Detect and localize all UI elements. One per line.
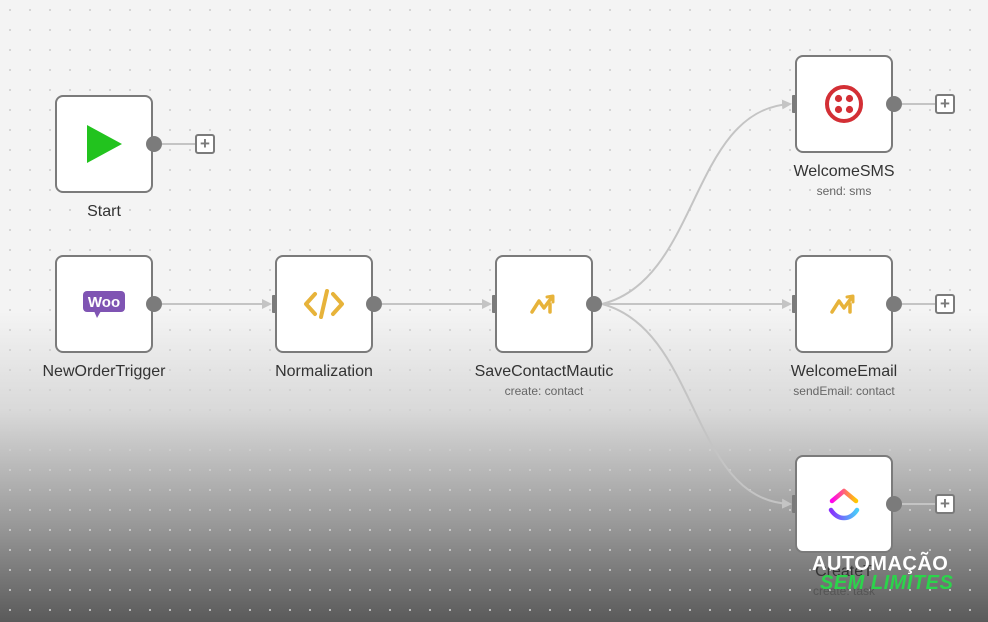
edge-savecontact-welcomesms[interactable] <box>601 99 792 305</box>
node-welcome-email-label: WelcomeEmail <box>790 363 898 380</box>
node-normalization[interactable] <box>275 255 373 353</box>
node-create-task-subtitle: create: task <box>812 584 876 598</box>
mautic-icon <box>529 292 559 316</box>
clickup-icon <box>824 484 864 524</box>
node-save-contact-output-port[interactable] <box>586 296 602 312</box>
add-node-after-welcome-email-button[interactable]: + <box>935 294 955 314</box>
code-icon <box>303 288 345 320</box>
play-icon <box>83 122 125 166</box>
node-welcome-email[interactable] <box>795 255 893 353</box>
node-welcome-email-output-port[interactable] <box>886 296 902 312</box>
woocommerce-logo-text: Woo <box>88 294 120 311</box>
node-start-label: Start <box>87 203 121 220</box>
node-save-contact-mautic[interactable] <box>495 255 593 353</box>
node-normalization-label: Normalization <box>275 363 373 380</box>
brand-watermark: AUTOMAÇÃO SEM LIMITES <box>812 553 953 595</box>
node-save-contact-label: SaveContactMautic <box>474 363 614 380</box>
edge-savecontact-createtask[interactable] <box>601 303 792 509</box>
node-welcome-sms-output-port[interactable] <box>886 96 902 112</box>
mautic-icon <box>829 292 859 316</box>
node-new-order-trigger[interactable]: Woo <box>55 255 153 353</box>
node-start[interactable] <box>55 95 153 193</box>
add-node-after-start-button[interactable]: + <box>195 134 215 154</box>
node-normalization-output-port[interactable] <box>366 296 382 312</box>
node-welcome-sms-subtitle: send: sms <box>816 184 872 198</box>
node-save-contact-subtitle: create: contact <box>504 384 584 398</box>
node-create-task-label: CreateT <box>815 563 873 580</box>
brand-line-2: SEM LIMITES <box>820 572 954 594</box>
node-create-task[interactable] <box>795 455 893 553</box>
node-create-task-output-port[interactable] <box>886 496 902 512</box>
node-welcome-email-subtitle: sendEmail: contact <box>793 384 895 398</box>
add-node-after-welcome-sms-button[interactable]: + <box>935 94 955 114</box>
node-new-order-trigger-output-port[interactable] <box>146 296 162 312</box>
node-welcome-sms[interactable] <box>795 55 893 153</box>
brand-line-1: AUTOMAÇÃO <box>812 553 949 575</box>
woocommerce-icon: Woo <box>82 289 126 319</box>
node-new-order-trigger-label: NewOrderTrigger <box>42 363 166 380</box>
add-node-after-create-task-button[interactable]: + <box>935 494 955 514</box>
twilio-icon <box>823 83 865 125</box>
node-welcome-sms-label: WelcomeSMS <box>793 163 895 180</box>
node-start-output-port[interactable] <box>146 136 162 152</box>
